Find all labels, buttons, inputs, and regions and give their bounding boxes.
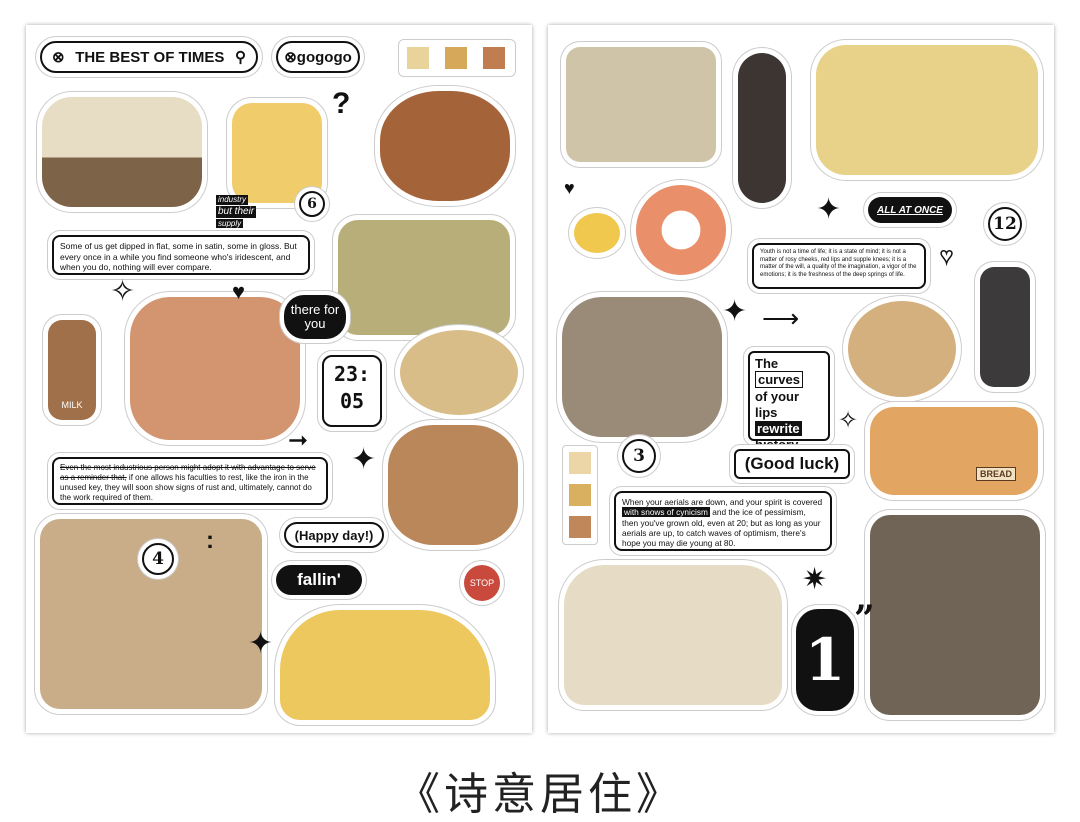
popsicle-illustration	[232, 103, 322, 203]
bedroll-bag-illustration	[42, 97, 202, 207]
close-icon: ⊗	[52, 49, 65, 66]
suitcases-illustration	[566, 47, 716, 162]
number-12-sticker: 12	[988, 207, 1022, 241]
sticker-sheet-right: ♥ ✦ ALL AT ONCE 12 Youth is not a time o…	[548, 25, 1054, 733]
swatch	[569, 516, 591, 538]
sticker-sheet-left: ⊗ THE BEST OF TIMES ⚲ ⊗gogogo ? 6 Some o…	[26, 25, 532, 733]
quote-sticker-iridescent: Some of us get dipped in flat, some in s…	[52, 235, 310, 275]
search-pill-sticker: ⊗ THE BEST OF TIMES ⚲	[40, 41, 258, 73]
quote-mark-sticker: ”	[854, 598, 875, 640]
product-title-caption: 《诗意居住》	[396, 770, 684, 819]
picnic-basket-illustration	[380, 91, 510, 201]
heart-outline-icon: ♥	[939, 243, 954, 268]
heart-icon: ♥	[564, 178, 575, 198]
there-for-you-sticker: there for you	[284, 295, 346, 339]
straw-hat-illustration	[848, 301, 956, 397]
clock-sticker: 23: 05	[322, 355, 382, 427]
swim-ring-illustration	[636, 185, 726, 275]
sparkle-outline-icon: ✧	[838, 407, 859, 434]
number-6-sticker: 6	[299, 191, 325, 217]
swatch	[569, 452, 591, 474]
camera-polaroids-illustration	[562, 297, 722, 437]
swatch	[445, 47, 467, 69]
color-swatch-sticker	[398, 39, 516, 77]
search-icon: ⚲	[234, 49, 246, 66]
sparkle-icon: ✦	[816, 193, 842, 226]
sparkle-icon: ✧	[110, 275, 136, 308]
surfboards-illustration	[130, 297, 300, 440]
quote-sticker-aerials: When your aerials are down, and your spi…	[614, 491, 832, 551]
swatch	[483, 47, 505, 69]
stop-sign-illustration: STOP	[464, 565, 500, 601]
camper-van-illustration	[816, 45, 1038, 175]
gogogo-sticker: ⊗gogogo	[276, 41, 360, 73]
bell-tent-illustration	[564, 565, 782, 705]
fallin-sticker: fallin'	[276, 565, 362, 595]
heart-icon: ♥	[232, 279, 246, 304]
yellow-beetle-car-illustration	[280, 610, 490, 720]
swatch	[407, 47, 429, 69]
sandwich-illustration	[388, 425, 518, 545]
rubber-duck-illustration	[574, 213, 620, 253]
number-1-sticker: 1	[796, 609, 854, 711]
sparkle-icon: ✦	[351, 443, 377, 476]
eggs-pan-illustration	[738, 53, 786, 203]
bread-box-label: BREAD	[975, 467, 1016, 481]
color-swatch-sticker	[562, 445, 598, 545]
happy-day-sticker: (Happy day!)	[284, 522, 384, 548]
sparkle-icon: ✦	[722, 295, 748, 328]
arrow-right-icon: ➞	[288, 427, 309, 454]
sparkle-icon: ✦	[248, 627, 274, 660]
lantern-illustration	[980, 267, 1030, 387]
arrow-right-icon: ⟶	[762, 303, 800, 333]
question-mark-sticker: ?	[332, 87, 351, 120]
string-lights-canopy-illustration	[338, 220, 510, 335]
good-luck-sticker: (Good luck)	[734, 449, 850, 479]
curves-of-your-lips-sticker: The curves of your lips rewrite history.	[748, 351, 830, 452]
colon-sticker: :	[206, 527, 214, 554]
starburst-icon: ✷	[802, 563, 828, 596]
quote-sticker-youth: Youth is not a time of life; it is a sta…	[752, 243, 926, 289]
word-tags: industry but their supply	[216, 195, 257, 229]
all-at-once-sticker: ALL AT ONCE	[868, 197, 952, 223]
bread-box-tomatoes-illustration: BREAD	[870, 407, 1038, 495]
number-3-sticker: 3	[622, 439, 656, 473]
milk-bottle-illustration: MILK	[48, 320, 96, 420]
straw-hat-illustration	[400, 330, 518, 415]
close-icon: ⊗	[284, 49, 297, 66]
number-4-sticker: 4	[142, 543, 174, 575]
camping-rack-illustration	[870, 515, 1040, 715]
swatch	[569, 484, 591, 506]
quote-sticker-rust: Even the most industrious person might a…	[52, 457, 328, 505]
